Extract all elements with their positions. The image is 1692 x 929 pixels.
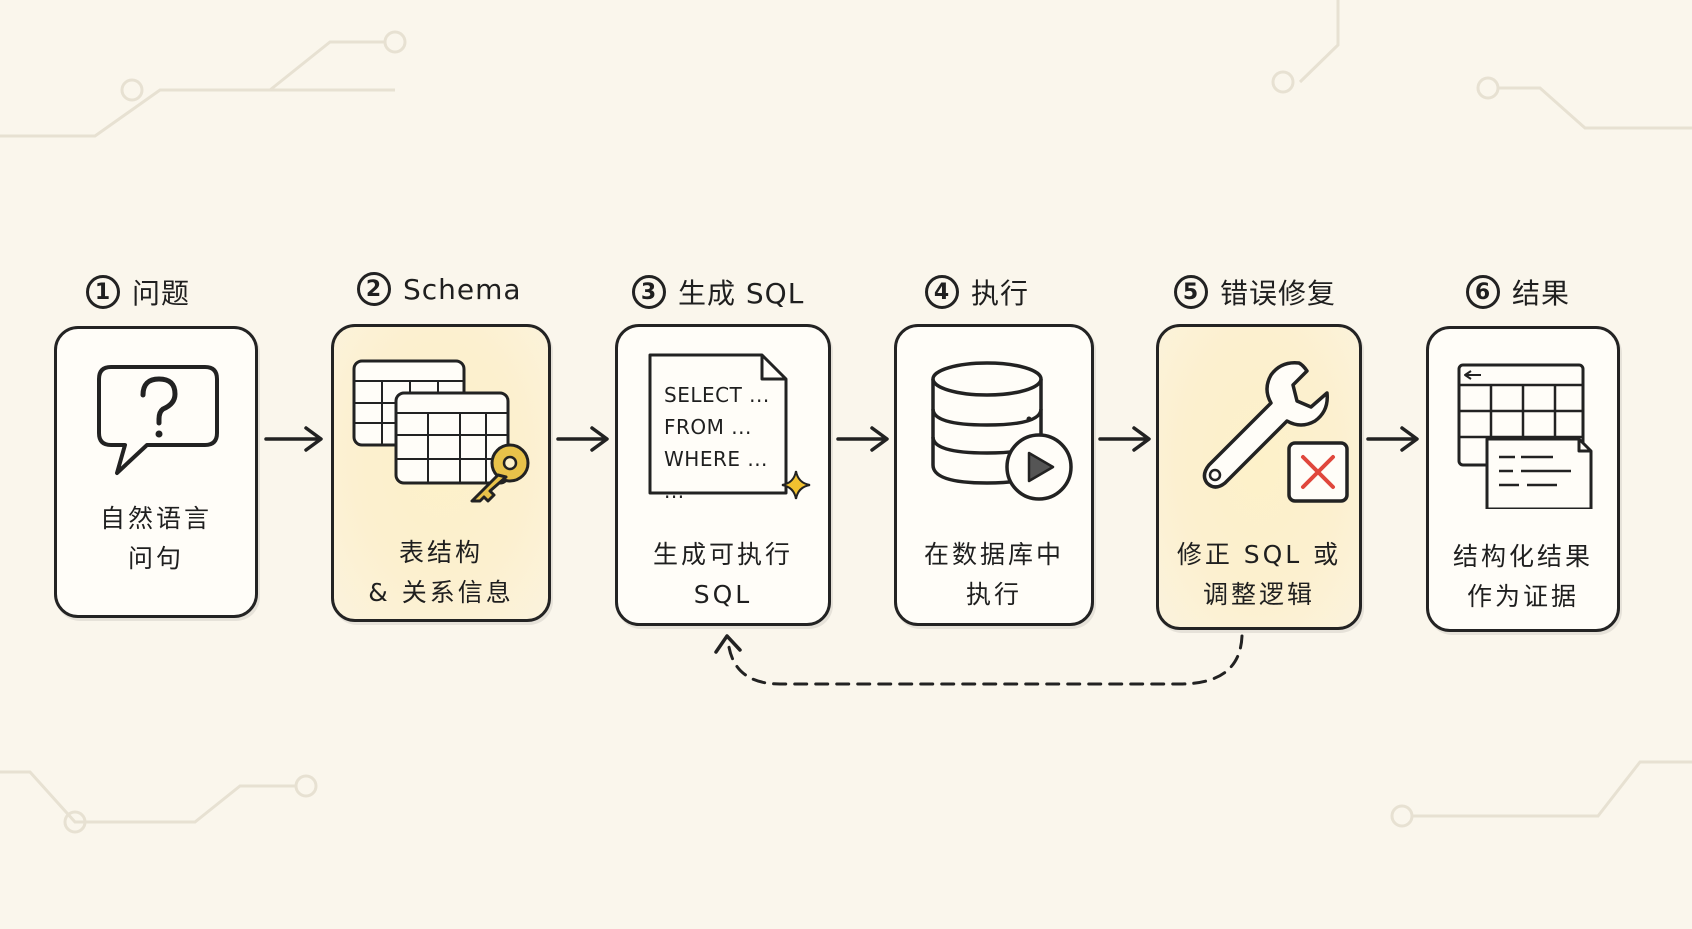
step-3-card: SELECT ... FROM ... WHERE ... ... 生成可执行 …: [615, 324, 831, 626]
step-title-text: Schema: [403, 272, 522, 306]
arrow-5-to-6: [1366, 426, 1419, 452]
step-6-description: 结构化结果 作为证据: [1429, 537, 1617, 617]
arrow-1-to-2: [264, 426, 323, 452]
code-line: FROM ...: [664, 415, 752, 439]
wrench-error-icon: [1202, 361, 1349, 503]
step-title-text: 问题: [132, 277, 191, 310]
description-line: 问句: [127, 544, 184, 573]
result-table-icon: [1457, 363, 1593, 509]
database-play-icon: [931, 361, 1073, 501]
description-line: 结构化结果: [1452, 542, 1593, 571]
code-line: WHERE ...: [664, 447, 768, 471]
step-5-card: 修正 SQL 或 调整逻辑: [1156, 324, 1362, 630]
description-line: 执行: [965, 580, 1022, 609]
step-5-title: 5 错误修复: [1174, 272, 1336, 312]
step-1-card: 自然语言 问句: [54, 326, 258, 618]
step-3-description: 生成可执行 SQL: [618, 535, 828, 615]
step-2-card: 表结构 & 关系信息: [331, 324, 551, 622]
arrow-2-to-3: [556, 426, 609, 452]
step-number: 3: [632, 275, 666, 309]
code-line: ...: [664, 479, 685, 503]
question-bubble-icon: [97, 365, 219, 475]
tables-with-key-icon: [352, 359, 530, 503]
sparkle-icon: [781, 470, 811, 500]
step-1-title: 1 问题: [86, 272, 190, 312]
sql-document-icon: [648, 353, 811, 500]
arrow-3-to-4: [836, 426, 889, 452]
description-line: SQL: [693, 580, 753, 609]
step-title-text: 执行: [971, 277, 1030, 310]
step-4-title: 4 执行: [925, 272, 1029, 312]
description-line: 表结构: [398, 538, 483, 567]
description-line: 修正 SQL 或: [1176, 540, 1342, 569]
step-number: 6: [1466, 275, 1500, 309]
step-3-title: 3 生成 SQL: [632, 272, 804, 312]
step-6-card: 结构化结果 作为证据: [1426, 326, 1620, 632]
step-number: 2: [357, 272, 391, 306]
arrow-4-to-5: [1098, 426, 1151, 452]
step-4-card: 在数据库中 执行: [894, 324, 1094, 626]
code-line: SELECT ...: [664, 383, 770, 407]
description-line: 调整逻辑: [1202, 580, 1315, 609]
step-title-text: 生成 SQL: [678, 277, 805, 310]
step-2-description: 表结构 & 关系信息: [334, 533, 548, 613]
description-line: 生成可执行: [652, 540, 793, 569]
step-4-description: 在数据库中 执行: [897, 535, 1091, 615]
step-number: 4: [925, 275, 959, 309]
step-6-title: 6 结果: [1466, 272, 1570, 312]
sql-code-snippet: SELECT ... FROM ... WHERE ... ...: [664, 379, 770, 507]
step-title-text: 结果: [1512, 277, 1571, 310]
description-line: 作为证据: [1466, 582, 1579, 611]
step-number: 1: [86, 275, 120, 309]
step-5-description: 修正 SQL 或 调整逻辑: [1159, 535, 1359, 615]
description-line: 自然语言: [99, 504, 212, 533]
description-line: & 关系信息: [368, 578, 514, 607]
step-2-title: 2 Schema: [357, 272, 522, 306]
step-number: 5: [1174, 275, 1208, 309]
step-1-description: 自然语言 问句: [57, 499, 255, 579]
description-line: 在数据库中: [923, 540, 1064, 569]
step-title-text: 错误修复: [1220, 277, 1337, 310]
retry-loop-arrow: [714, 634, 1244, 686]
